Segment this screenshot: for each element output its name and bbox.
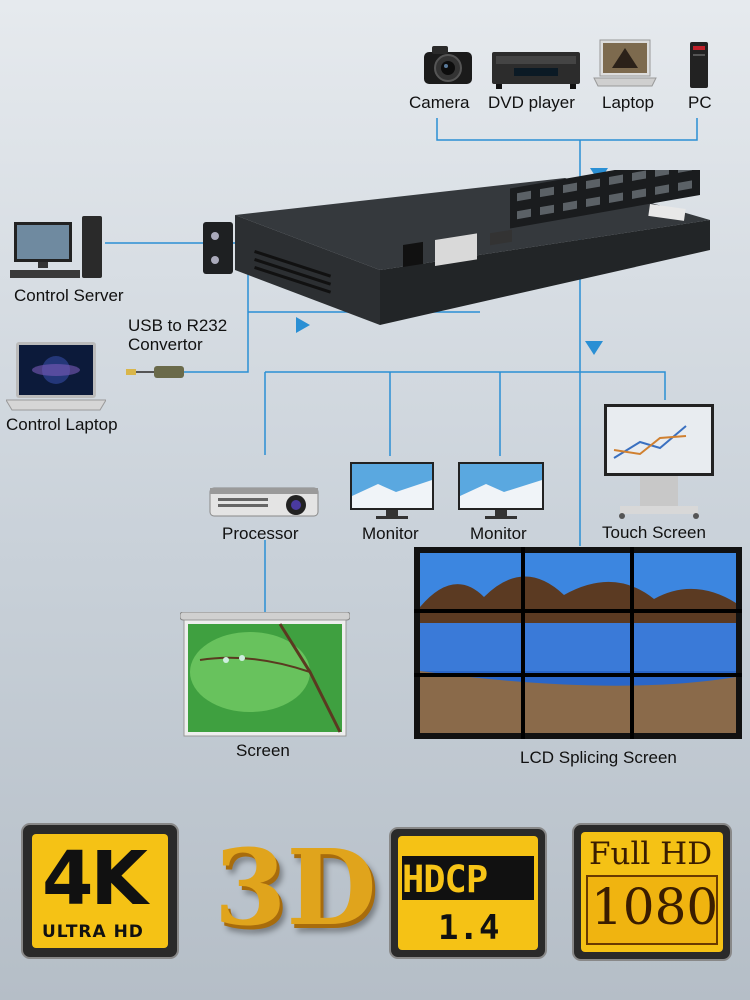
flow-arrow-down	[585, 341, 603, 355]
full-hd-text: Full HD	[589, 836, 713, 872]
touch-screen-device	[600, 402, 718, 520]
screen-label: Screen	[236, 741, 290, 760]
dvd-player-label: DVD player	[488, 93, 575, 112]
hdcp-version-text: 1.4	[438, 908, 500, 948]
laptop-device	[592, 38, 658, 90]
4k-ultra-hd-badge: 4K ULTRA HD	[20, 822, 180, 960]
dvd-player-device	[490, 48, 582, 90]
laptop-label: Laptop	[602, 93, 654, 112]
hdcp-text: HDCP	[402, 858, 488, 901]
monitor-2-device	[456, 460, 546, 520]
full-hd-1080-badge: Full HD 1080	[571, 822, 733, 962]
monitor-1-label: Monitor	[362, 524, 419, 543]
flow-arrow-right	[296, 317, 310, 333]
processor-label: Processor	[222, 524, 299, 543]
control-laptop-device	[5, 340, 107, 412]
4k-text: 4K	[42, 836, 148, 922]
lcd-splicing-screen-label: LCD Splicing Screen	[520, 748, 677, 767]
hdcp-1-4-badge: HDCP 1.4	[388, 826, 548, 960]
3d-badge: 3D	[214, 826, 377, 949]
ultra-hd-text: ULTRA HD	[42, 922, 144, 942]
usb-converter-cable	[126, 364, 186, 380]
pc-label: PC	[688, 93, 712, 112]
usb-converter-label-line2: Convertor	[128, 335, 203, 354]
control-server-label: Control Server	[14, 286, 124, 305]
control-laptop-label: Control Laptop	[6, 415, 118, 434]
pc-tower-device	[688, 40, 710, 90]
camera-label: Camera	[409, 93, 470, 112]
usb-converter-label-line1: USB to R232	[128, 316, 228, 335]
camera-device	[420, 40, 476, 88]
control-server-computer	[8, 212, 104, 282]
projection-screen-device	[179, 611, 351, 740]
1080-text: 1080	[591, 878, 719, 936]
hdmi-matrix-switcher	[195, 154, 715, 335]
processor-projector	[208, 480, 320, 522]
monitor-1-device	[348, 460, 436, 520]
touch-screen-label: Touch Screen	[602, 523, 706, 542]
monitor-2-label: Monitor	[470, 524, 527, 543]
lcd-splicing-screen-device	[414, 547, 742, 739]
